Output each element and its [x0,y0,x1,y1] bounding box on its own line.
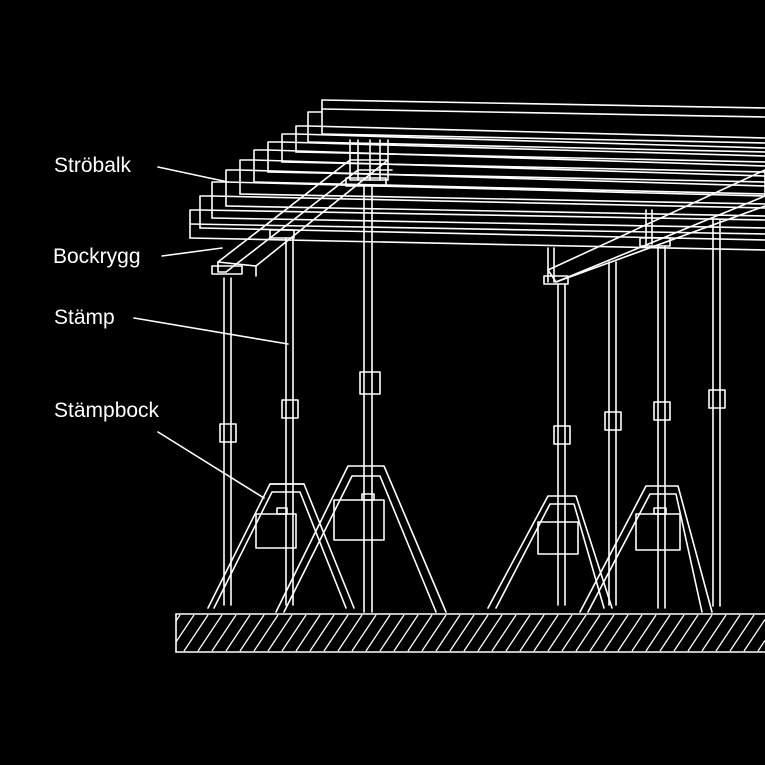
hatch-line [590,615,614,651]
hatch-line [464,615,488,651]
hatch-line [436,615,460,651]
hatch-line [268,615,292,651]
hatch-line [366,615,390,651]
hatch-line [176,615,180,621]
hatch-line [562,615,586,651]
hatch-line [240,615,264,651]
strobalk-beams [190,100,765,250]
hatch-line [646,615,670,651]
label-bockrygg: Bockrygg [53,245,141,268]
hatch-line [226,615,250,651]
hatch-line [212,615,236,651]
hatch-line [394,615,418,651]
stampbock-tripods [208,466,712,612]
leader-stampbock [158,432,264,498]
leader-stamp [134,318,288,344]
hatch-line [548,615,572,651]
hatch-line [352,615,376,651]
ground-hatch-lines [176,615,765,651]
hatch-line [674,615,698,651]
hatch-line [506,615,530,651]
hatch-line [716,615,740,651]
hatch-line [184,615,208,651]
hatch-line [604,615,628,651]
hatch-line [492,615,516,651]
bockrygg-beam-left [212,140,392,276]
hatch-line [450,615,474,651]
hatch-line [744,620,765,652]
hatch-line [310,615,334,651]
hatch-line [632,615,656,651]
hatch-line [688,615,712,651]
hatch-line [618,615,642,651]
label-stamp: Stämp [54,306,115,329]
hatch-line [576,615,600,651]
hatch-line [520,615,544,651]
hatch-line [296,615,320,651]
label-stampbock: Stämpbock [54,399,160,422]
hatch-line [176,615,194,642]
hatch-line [338,615,362,651]
hatch-line [380,615,404,651]
hatch-line [534,615,558,651]
hatch-line [324,615,348,651]
hatch-line [660,615,684,651]
hatch-line [422,615,446,651]
hatch-line [478,615,502,651]
hatch-line [282,615,306,651]
hatch-line [730,615,754,651]
bockrygg-beam-right [544,170,765,284]
hatch-line [198,615,222,651]
hatch-line [408,615,432,651]
hatch-line [702,615,726,651]
label-strobalk: Ströbalk [54,154,132,177]
leader-strobalk [158,167,228,182]
stamp-props [220,186,725,612]
hatch-line [254,615,278,651]
leader-bockrygg [162,248,222,256]
hatch-line [758,641,765,652]
